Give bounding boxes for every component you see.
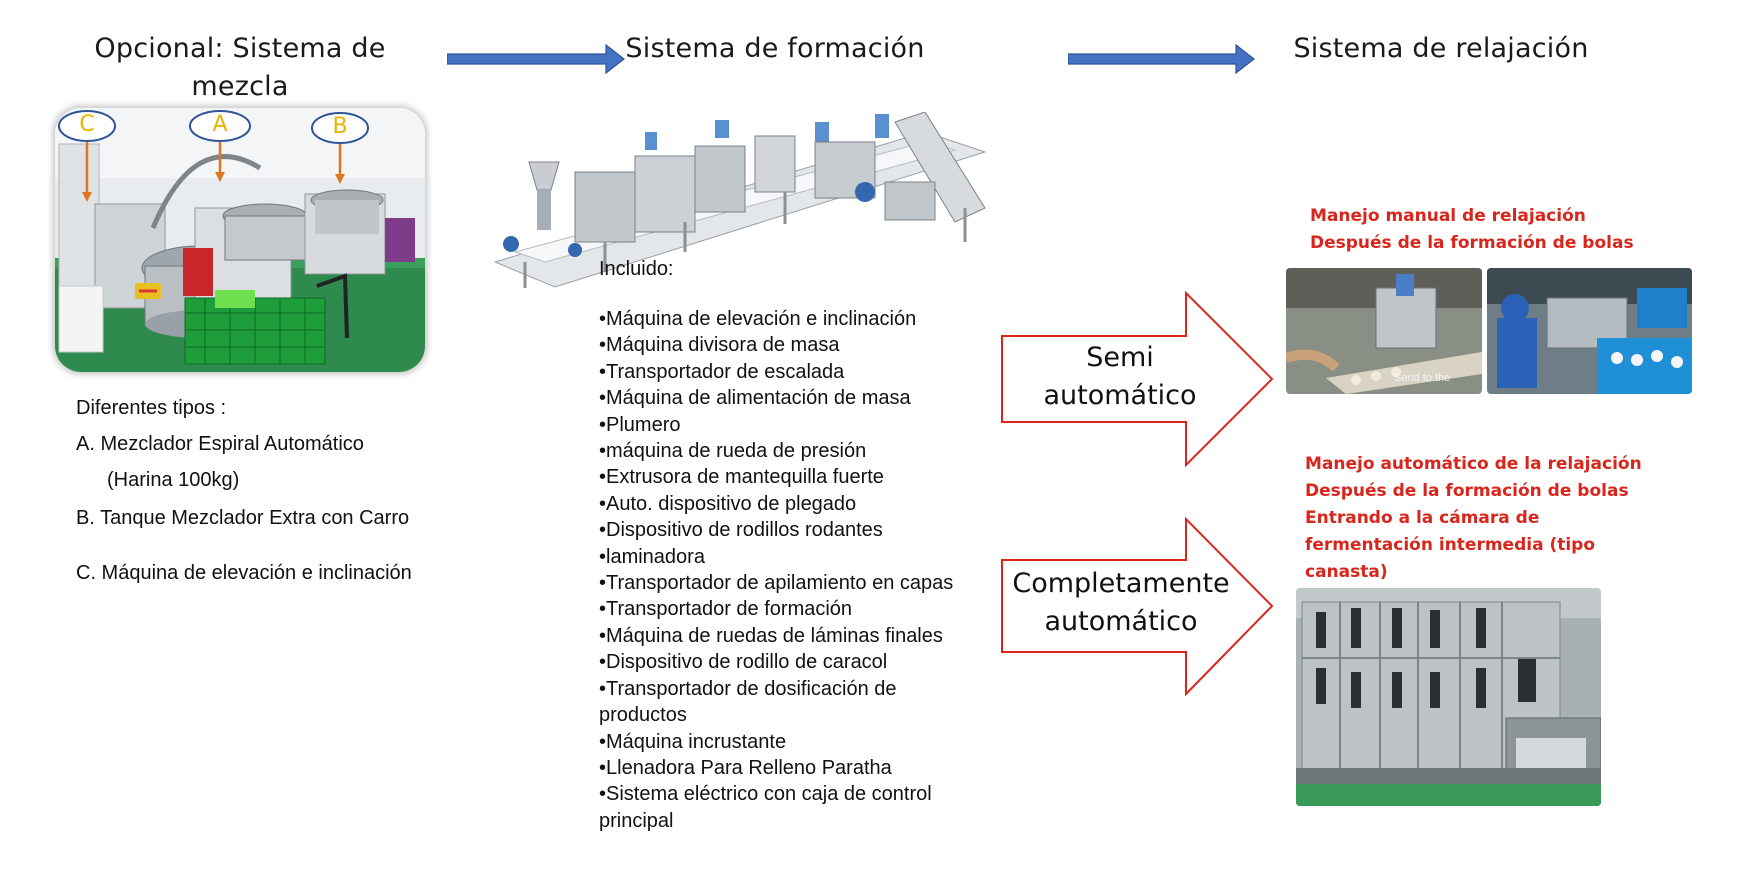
mixing-type-a: A. Mezclador Espiral Automático — [76, 433, 364, 455]
included-item: •Transportador de formación — [599, 598, 853, 621]
mixing-type-b: B. Tanque Mezclador Extra con Carro — [76, 507, 410, 529]
header-relaxing: Sistema de relajación — [1293, 33, 1589, 64]
included-item: •Plumero — [599, 413, 681, 436]
full-note-line2: Después de la formación de bolas — [1305, 481, 1629, 501]
included-item: •Máquina de ruedas de láminas finales — [599, 624, 943, 647]
included-item: •Máquina de elevación e inclinación — [599, 308, 917, 330]
full-note-line3: Entrando a la cámara de — [1305, 508, 1540, 528]
right-arrow-icon — [447, 43, 625, 75]
included-item: •Máquina incrustante — [599, 730, 787, 753]
included-item: •máquina de rueda de presión — [599, 440, 867, 463]
flow-arrow-1 — [447, 43, 625, 75]
label-oval-c — [58, 110, 116, 142]
included-item: •Sistema eléctrico con caja de control p… — [599, 783, 932, 832]
label-b: B — [332, 114, 348, 139]
label-c: C — [79, 112, 95, 137]
included-item: •Máquina de alimentación de masa — [599, 387, 911, 410]
full-note-line4: fermentación intermedia (tipo — [1305, 535, 1596, 555]
included-item: •laminadora — [599, 545, 705, 568]
fermentation-chamber-photo — [1296, 588, 1601, 806]
mixing-type-a-sub: (Harina 100kg) — [107, 469, 240, 491]
full-auto-label-1: Completamente — [1012, 568, 1230, 599]
included-item: •Transportador de apilamiento en capas — [599, 572, 954, 595]
included-item: •Auto. dispositivo de plegado — [599, 492, 857, 515]
full-note-line1: Manejo automático de la relajación — [1305, 454, 1642, 474]
header-forming: Sistema de formación — [625, 33, 925, 64]
mixing-types-heading: Diferentes tipos : — [76, 397, 227, 419]
included-item: •Extrusora de mantequilla fuerte — [599, 466, 884, 489]
included-item: •Llenadora Para Relleno Paratha — [599, 756, 892, 779]
flow-arrow-2 — [1068, 43, 1255, 75]
semi-auto-label-2: automático — [1043, 380, 1197, 411]
header-mixing: Opcional: Sistema de mezcla — [94, 33, 386, 102]
mixing-type-c: C. Máquina de elevación e inclinación — [76, 562, 412, 584]
mixer-photo: C A B — [55, 108, 425, 372]
included-item: •Dispositivo de rodillo de caracol — [599, 651, 888, 674]
included-item: •Máquina divisora de masa — [599, 334, 840, 357]
semi-auto-arrow — [1001, 290, 1274, 468]
full-auto-label-2: automático — [1044, 606, 1198, 637]
label-oval-a — [189, 110, 251, 142]
semi-photo-caption: Send to the — [1394, 372, 1451, 384]
semi-auto-label-1: Semi — [1086, 342, 1154, 373]
semi-auto-photo-left: Send to the — [1286, 268, 1482, 394]
label-a: A — [212, 112, 228, 137]
right-arrow-icon — [1068, 43, 1255, 75]
included-item: •Dispositivo de rodillos rodantes — [599, 519, 883, 542]
semi-note-line1: Manejo manual de relajación — [1310, 206, 1586, 226]
semi-auto-photo-right — [1487, 268, 1692, 394]
included-heading: Incluido: — [599, 258, 674, 280]
label-oval-b — [311, 112, 369, 144]
full-note-line5: canasta) — [1305, 562, 1388, 582]
semi-note-line2: Después de la formación de bolas — [1310, 233, 1634, 253]
full-auto-arrow — [1001, 516, 1274, 697]
forming-line-image — [485, 111, 995, 296]
included-item: •Transportador de dosificación de produc… — [599, 677, 897, 727]
included-list: •Máquina de elevación e inclinación •Máq… — [599, 306, 999, 834]
included-item: •Transportador de escalada — [599, 360, 845, 383]
